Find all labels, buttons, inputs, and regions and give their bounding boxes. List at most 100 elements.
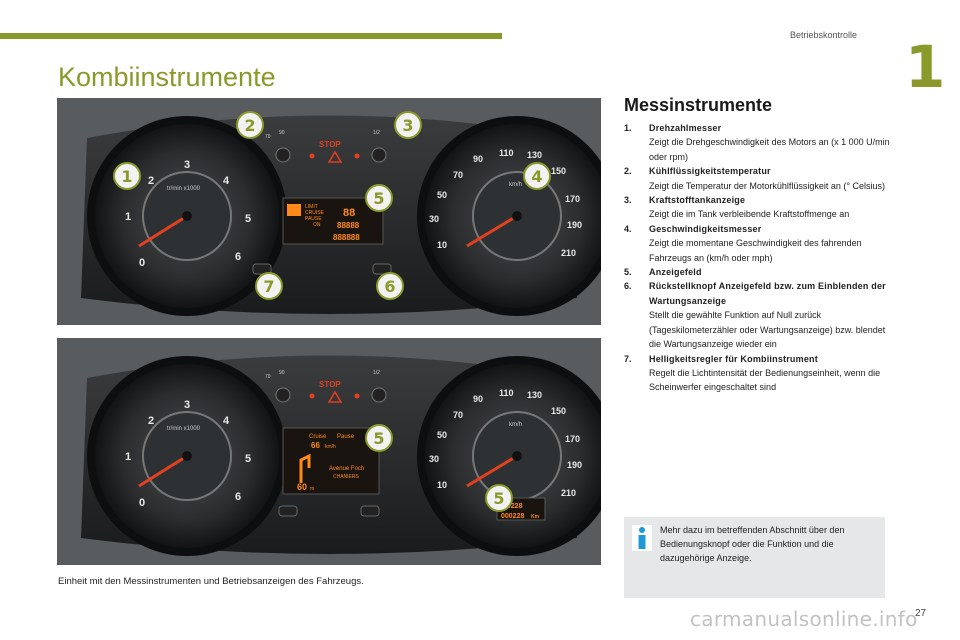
info-box: Mehr dazu im betreffenden Abschnitt über… bbox=[624, 517, 885, 598]
cluster-1-drawing: 0 1 2 3 4 5 6 tr/min x1000 10 30 50 70 90 110 130… bbox=[57, 98, 601, 325]
svg-text:5: 5 bbox=[245, 213, 251, 225]
svg-text:150: 150 bbox=[551, 406, 566, 416]
svg-text:130: 130 bbox=[527, 390, 542, 400]
svg-text:m: m bbox=[310, 486, 314, 492]
svg-text:6: 6 bbox=[235, 251, 241, 263]
svg-text:5: 5 bbox=[245, 453, 251, 465]
svg-text:90: 90 bbox=[473, 154, 483, 164]
svg-text:Cruise: Cruise bbox=[309, 434, 327, 440]
svg-text:88: 88 bbox=[343, 207, 355, 219]
svg-text:4: 4 bbox=[223, 415, 230, 427]
svg-text:STOP: STOP bbox=[319, 380, 341, 389]
svg-text:4: 4 bbox=[223, 175, 230, 187]
speed-unit-label: km/h bbox=[509, 182, 522, 188]
svg-text:2: 2 bbox=[148, 415, 154, 427]
svg-text:CRUISE: CRUISE bbox=[305, 210, 325, 216]
callout-1: 1 bbox=[121, 167, 132, 186]
svg-text:6: 6 bbox=[235, 491, 241, 503]
rpm-unit-label: tr/min x1000 bbox=[167, 186, 201, 192]
watermark: carmanualsonline.info bbox=[690, 607, 918, 631]
list-item: 5.Anzeigefeld bbox=[624, 267, 702, 278]
callout-4: 4 bbox=[531, 167, 542, 186]
svg-text:1/2: 1/2 bbox=[373, 130, 380, 136]
svg-text:170: 170 bbox=[565, 434, 580, 444]
svg-text:70: 70 bbox=[453, 410, 463, 420]
page-title: Kombiinstrumente bbox=[58, 62, 276, 92]
svg-text:PAUSE: PAUSE bbox=[305, 216, 322, 222]
svg-text:50: 50 bbox=[437, 430, 447, 440]
svg-text:ON: ON bbox=[313, 222, 321, 228]
svg-text:90: 90 bbox=[473, 394, 483, 404]
svg-text:000228: 000228 bbox=[501, 513, 524, 520]
svg-text:LIMIT: LIMIT bbox=[305, 204, 318, 210]
info-icon bbox=[632, 525, 652, 551]
svg-text:130: 130 bbox=[527, 150, 542, 160]
svg-text:10: 10 bbox=[437, 240, 447, 250]
warning-triangle-icon bbox=[327, 150, 343, 163]
section-heading: Messinstrumente bbox=[624, 95, 773, 115]
svg-text:60: 60 bbox=[297, 482, 307, 492]
svg-text:Avenue Foch: Avenue Foch bbox=[329, 466, 364, 472]
info-text: Mehr dazu im betreffenden Abschnitt über… bbox=[660, 525, 845, 563]
svg-text:50: 50 bbox=[437, 190, 447, 200]
svg-text:70: 70 bbox=[453, 170, 463, 180]
speedometer-needle bbox=[466, 214, 518, 248]
callout-6: 6 bbox=[384, 277, 395, 296]
svg-text:90: 90 bbox=[279, 130, 285, 136]
svg-text:70: 70 bbox=[265, 134, 271, 140]
nav-turn-arrow-icon bbox=[299, 453, 311, 483]
chapter-number: 1 bbox=[905, 33, 946, 101]
list-item: 6.Rückstellknopf Anzeigefeld bzw. zum Ei… bbox=[624, 281, 886, 350]
callout-2: 2 bbox=[244, 116, 255, 135]
section-label: Betriebskontrolle bbox=[790, 30, 858, 40]
svg-text:190: 190 bbox=[567, 460, 582, 470]
svg-text:1: 1 bbox=[125, 211, 131, 223]
instrument-cluster-image-1: 0 1 2 3 4 5 6 tr/min x1000 10 30 50 70 90 110 130… bbox=[57, 98, 601, 325]
svg-text:110: 110 bbox=[499, 148, 514, 158]
svg-text:210: 210 bbox=[561, 248, 576, 258]
svg-text:170: 170 bbox=[565, 194, 580, 204]
display-warning-icon bbox=[287, 204, 301, 216]
svg-text:3: 3 bbox=[184, 159, 190, 171]
svg-text:888888: 888888 bbox=[333, 233, 360, 242]
callout-5a: 5 bbox=[373, 429, 384, 448]
callout-5: 5 bbox=[373, 189, 384, 208]
svg-text:70: 70 bbox=[265, 374, 271, 380]
svg-text:CHANIERS: CHANIERS bbox=[333, 474, 360, 480]
svg-text:0: 0 bbox=[139, 497, 145, 509]
svg-text:110: 110 bbox=[499, 388, 514, 398]
svg-text:90: 90 bbox=[279, 370, 285, 376]
svg-text:Pause: Pause bbox=[337, 434, 355, 440]
figure-caption: Einheit mit den Messinstrumenten und Bet… bbox=[58, 576, 364, 587]
svg-text:2: 2 bbox=[148, 175, 154, 187]
tachometer-needle bbox=[138, 214, 188, 248]
svg-text:km/h: km/h bbox=[509, 422, 522, 428]
callout-7: 7 bbox=[263, 277, 274, 296]
svg-text:tr/min x1000: tr/min x1000 bbox=[167, 426, 201, 432]
svg-text:30: 30 bbox=[429, 454, 439, 464]
svg-text:210: 210 bbox=[561, 488, 576, 498]
stop-warning-label: STOP bbox=[319, 140, 341, 149]
callout-5b: 5 bbox=[493, 489, 504, 508]
svg-text:88888: 88888 bbox=[337, 221, 360, 230]
svg-text:66: 66 bbox=[311, 441, 320, 450]
svg-text:150: 150 bbox=[551, 166, 566, 176]
header-accent-bar bbox=[0, 33, 502, 39]
reset-knob bbox=[372, 263, 392, 275]
svg-text:00228: 00228 bbox=[503, 503, 523, 510]
callout-3: 3 bbox=[402, 116, 413, 135]
svg-text:190: 190 bbox=[567, 220, 582, 230]
svg-text:30: 30 bbox=[429, 214, 439, 224]
svg-text:1: 1 bbox=[125, 451, 131, 463]
svg-text:0: 0 bbox=[139, 257, 145, 269]
svg-text:km/h: km/h bbox=[325, 444, 336, 450]
page-number: 27 bbox=[915, 608, 927, 619]
